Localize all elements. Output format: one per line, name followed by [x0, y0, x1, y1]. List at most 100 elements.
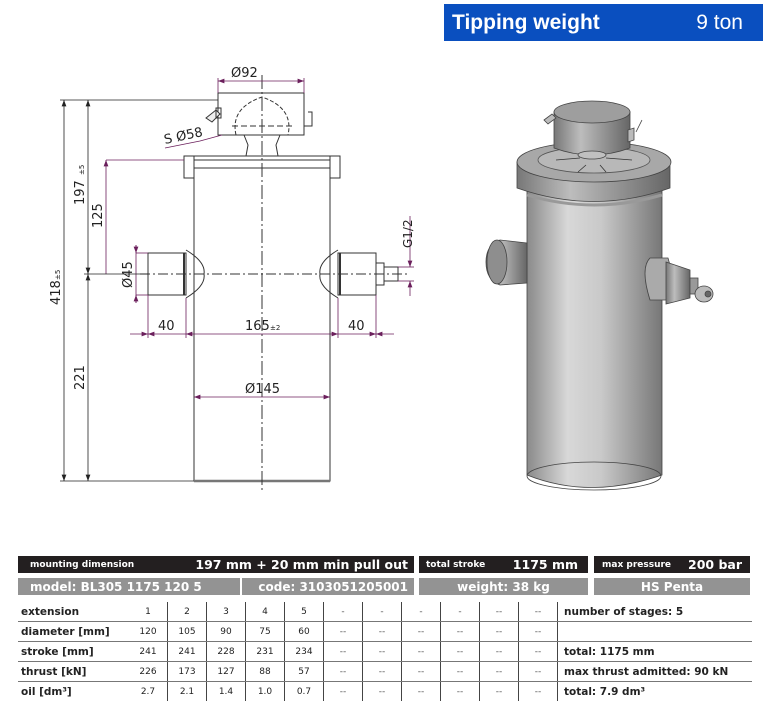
weight-bar: weight: 38 kg: [419, 578, 588, 595]
table-row-diameter: diameter [mm] 120 105 90 75 60 -- -- -- …: [18, 622, 752, 642]
cell: --: [519, 602, 558, 622]
max-pressure-value: 200 bar: [688, 557, 742, 572]
tipping-weight-banner: Tipping weight 9 ton: [444, 4, 763, 41]
cell: --: [441, 622, 480, 642]
cell: 226: [129, 662, 168, 682]
dim-height-total-tol: ±5: [54, 270, 62, 280]
cell: --: [441, 682, 480, 701]
cell: --: [402, 642, 441, 662]
banner-title: Tipping weight: [452, 11, 600, 35]
total-stroke-label: total stroke: [426, 560, 485, 570]
cell: 2.1: [168, 682, 207, 701]
cell: -: [441, 602, 480, 622]
cell: --: [441, 642, 480, 662]
cell: --: [480, 642, 519, 662]
cell: 88: [246, 662, 285, 682]
dim-body-diameter: Ø145: [245, 382, 280, 397]
cell: 1: [129, 602, 168, 622]
row-label: diameter [mm]: [18, 622, 129, 642]
cell: 173: [168, 662, 207, 682]
cell: --: [480, 622, 519, 642]
cell: 2: [168, 602, 207, 622]
cell: 234: [285, 642, 324, 662]
cell: --: [324, 642, 363, 662]
cell: 120: [129, 622, 168, 642]
row-label: stroke [mm]: [18, 642, 129, 662]
dim-port-height: 125: [91, 203, 106, 228]
cell: 57: [285, 662, 324, 682]
row-label: thrust [kN]: [18, 662, 129, 682]
cell: 228: [207, 642, 246, 662]
cell: --: [324, 622, 363, 642]
dim-center-span-tol: ±2: [270, 324, 280, 332]
cell: --: [324, 682, 363, 701]
cell: 241: [168, 642, 207, 662]
max-pressure-bar: max pressure 200 bar: [594, 556, 750, 573]
code-bar: code: 3103051205001: [242, 578, 414, 595]
row-note: total: 7.9 dm³: [558, 682, 753, 701]
dim-height-upper-tol: ±5: [78, 165, 86, 175]
stage-table: extension 1 2 3 4 5 - - - - -- -- number…: [18, 602, 752, 701]
cell: -: [324, 602, 363, 622]
dim-left-stub: 40: [158, 319, 175, 334]
dim-center-span: 165: [245, 319, 270, 334]
mounting-label: mounting dimension: [30, 560, 134, 570]
cell: 231: [246, 642, 285, 662]
cell: --: [402, 662, 441, 682]
row-note: [558, 622, 753, 642]
cell: --: [363, 622, 402, 642]
banner-value: 9 ton: [696, 11, 743, 35]
cell: 127: [207, 662, 246, 682]
cell: 241: [129, 642, 168, 662]
cell: --: [519, 622, 558, 642]
dim-height-upper: 197: [73, 180, 88, 205]
cell: 1.4: [207, 682, 246, 701]
cell: --: [441, 662, 480, 682]
cell: --: [324, 662, 363, 682]
cell: 75: [246, 622, 285, 642]
cell: --: [363, 682, 402, 701]
dim-height-total: 418: [49, 280, 64, 305]
dim-thread: G1/2: [401, 219, 415, 248]
cell: 1.0: [246, 682, 285, 701]
cell: 2.7: [129, 682, 168, 701]
max-pressure-label: max pressure: [602, 560, 671, 570]
cell: -: [363, 602, 402, 622]
series-bar: HS Penta: [594, 578, 750, 595]
cell: --: [402, 682, 441, 701]
cell: 3: [207, 602, 246, 622]
model-bar: model: BL305 1175 120 5: [18, 578, 240, 595]
row-note: number of stages: 5: [558, 602, 753, 622]
weight-value: weight: 38 kg: [457, 580, 550, 594]
dim-top-diameter: Ø92: [231, 66, 258, 81]
cell: 5: [285, 602, 324, 622]
cell: --: [363, 642, 402, 662]
cell: --: [480, 682, 519, 701]
mounting-value: 197 mm + 20 mm min pull out: [195, 557, 408, 572]
cell: 0.7: [285, 682, 324, 701]
table-row-extension: extension 1 2 3 4 5 - - - - -- -- number…: [18, 602, 752, 622]
mounting-dimension-bar: mounting dimension 197 mm + 20 mm min pu…: [18, 556, 414, 573]
series-value: HS Penta: [641, 580, 703, 594]
row-note: total: 1175 mm: [558, 642, 753, 662]
row-note: max thrust admitted: 90 kN: [558, 662, 753, 682]
code-value: code: 3103051205001: [258, 580, 408, 594]
cell: 60: [285, 622, 324, 642]
table-row-stroke: stroke [mm] 241 241 228 231 234 -- -- --…: [18, 642, 752, 662]
cell: --: [519, 682, 558, 701]
cell: --: [519, 662, 558, 682]
dim-port-diameter: Ø45: [121, 261, 136, 288]
row-label: extension: [18, 602, 129, 622]
cell: --: [402, 622, 441, 642]
table-row-thrust: thrust [kN] 226 173 127 88 57 -- -- -- -…: [18, 662, 752, 682]
row-label: oil [dm³]: [18, 682, 129, 701]
cell: 4: [246, 602, 285, 622]
cell: --: [480, 602, 519, 622]
dim-height-lower: 221: [73, 365, 88, 390]
cylinder-3d-render: [486, 101, 713, 490]
cell: 90: [207, 622, 246, 642]
total-stroke-value: 1175 mm: [513, 557, 578, 572]
total-stroke-bar: total stroke 1175 mm: [419, 556, 588, 573]
technical-drawing: Ø92 S Ø58 197 ±5 418 ±5 125 Ø45 G1/2 40 …: [0, 45, 770, 545]
cell: -: [402, 602, 441, 622]
